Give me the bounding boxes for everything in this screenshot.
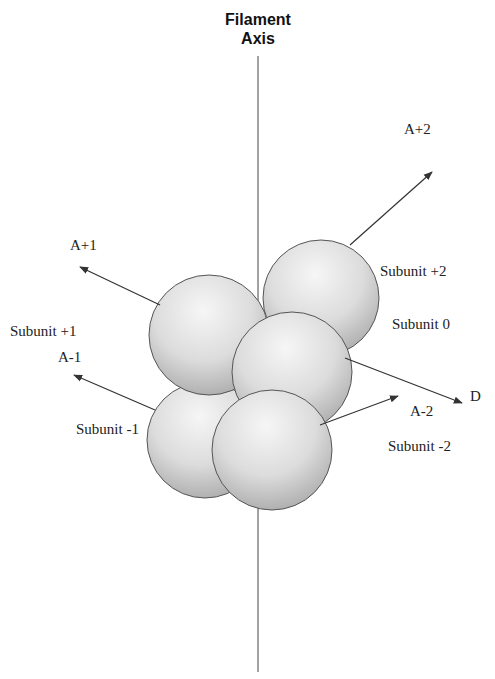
- subunit-label: Subunit +1: [10, 322, 76, 340]
- subunit-sphere: [212, 390, 332, 510]
- vector-label: A+2: [404, 120, 431, 138]
- axis-title: Filament Axis: [213, 10, 303, 48]
- vector-arrow: [80, 267, 160, 305]
- vector-label: A-2: [410, 402, 433, 420]
- vector-label: A+1: [70, 236, 97, 254]
- subunit-label: Subunit -2: [388, 437, 451, 455]
- vector-label: D: [470, 387, 481, 405]
- subunit-label: Subunit -1: [76, 420, 139, 438]
- subunit-label: Subunit 0: [392, 315, 450, 333]
- vector-arrow: [345, 358, 462, 403]
- vector-label: A-1: [58, 348, 81, 366]
- vector-arrow: [74, 375, 155, 410]
- vector-arrow: [350, 172, 432, 245]
- vector-arrow: [320, 396, 398, 425]
- subunit-label: Subunit +2: [380, 262, 446, 280]
